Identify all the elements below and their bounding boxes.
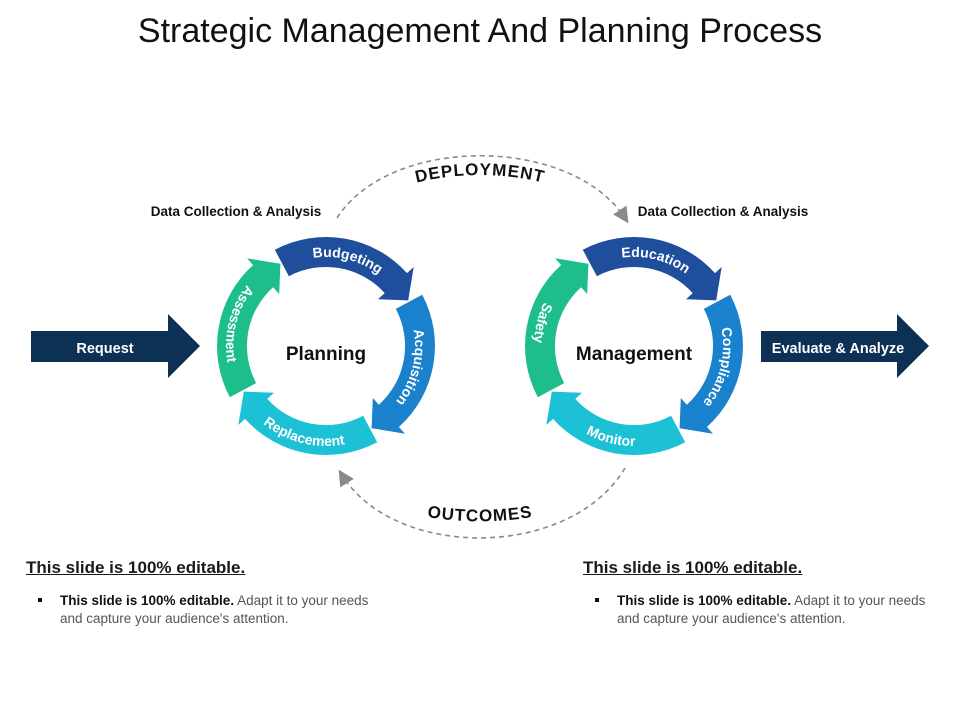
planning-arrow-budgeting: [274, 237, 414, 301]
planning-arrow-acquisition: [371, 294, 435, 434]
note-left: This slide is 100% editable. This slide …: [26, 558, 386, 628]
note-left-heading: This slide is 100% editable: [26, 558, 241, 577]
note-right: This slide is 100% editable. This slide …: [583, 558, 943, 628]
deployment-label: DEPLOYMENT: [413, 160, 547, 187]
deployment-connector: [336, 154, 629, 224]
planning-center-label: Planning: [286, 344, 366, 365]
note-right-bullet: This slide is 100% editable. Adapt it to…: [583, 592, 943, 628]
bullet-icon: [595, 598, 599, 602]
note-right-heading: This slide is 100% editable: [583, 558, 798, 577]
management-arrow-monitor: [546, 391, 686, 455]
management-arrow-safety: [525, 258, 589, 398]
evaluate-label: Evaluate & Analyze: [772, 341, 904, 357]
management-arrow-education: [582, 237, 722, 301]
evaluate-arrow: Evaluate & Analyze: [761, 314, 929, 378]
request-label: Request: [76, 341, 133, 357]
left-caption: Data Collection & Analysis: [151, 204, 322, 219]
request-arrow: Request: [31, 314, 200, 378]
slide-title: Strategic Management And Planning Proces…: [137, 12, 823, 50]
right-caption: Data Collection & Analysis: [638, 204, 809, 219]
bullet-icon: [38, 598, 42, 602]
planning-arrow-assessment: [217, 258, 281, 398]
planning-cycle: BudgetingAcquisitionReplacementAssessmen…: [217, 237, 435, 455]
planning-arrow-replacement: [238, 391, 378, 455]
note-left-bullet: This slide is 100% editable. Adapt it to…: [26, 592, 386, 628]
management-center-label: Management: [576, 344, 693, 365]
outcomes-connector: [338, 467, 626, 539]
outcomes-label: OUTCOMES: [426, 502, 533, 525]
management-arrow-compliance: [679, 294, 743, 434]
